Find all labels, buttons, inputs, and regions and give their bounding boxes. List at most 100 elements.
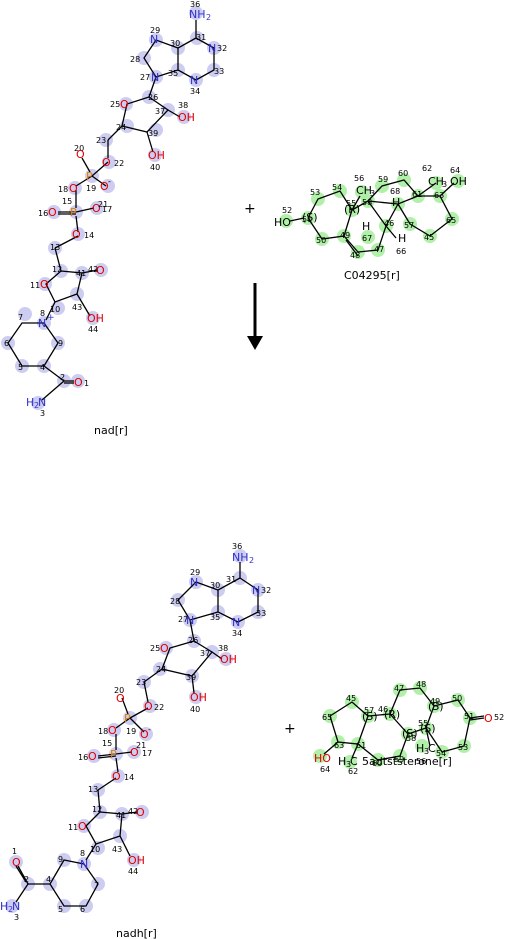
svg-text:3: 3 xyxy=(40,409,45,418)
svg-text:(R): (R) xyxy=(384,708,400,721)
svg-text:O: O xyxy=(136,806,145,819)
svg-text:42: 42 xyxy=(128,807,138,816)
svg-text:62: 62 xyxy=(422,164,432,173)
svg-text:N: N xyxy=(190,74,198,87)
svg-text:11: 11 xyxy=(68,823,78,832)
svg-text:O: O xyxy=(144,700,153,713)
svg-text:49: 49 xyxy=(430,697,440,706)
svg-text:2: 2 xyxy=(34,401,39,410)
svg-text:OH: OH xyxy=(178,111,195,124)
svg-text:C: C xyxy=(350,755,358,768)
svg-text:5: 5 xyxy=(18,363,23,372)
svg-text:10: 10 xyxy=(90,845,100,854)
svg-text:3: 3 xyxy=(370,189,375,198)
svg-text:12: 12 xyxy=(92,805,102,814)
svg-text:(S): (S) xyxy=(402,727,418,740)
svg-text:O: O xyxy=(120,98,129,111)
svg-text:33: 33 xyxy=(256,609,266,618)
svg-text:53: 53 xyxy=(458,743,468,752)
svg-text:1: 1 xyxy=(84,379,89,388)
bonds-nadh xyxy=(15,562,259,907)
svg-text:CH: CH xyxy=(356,184,372,197)
svg-text:35: 35 xyxy=(168,69,178,78)
svg-text:O: O xyxy=(112,770,121,783)
caption-5adtststerone: 5adtststerone[r] xyxy=(362,755,452,768)
svg-text:N: N xyxy=(12,900,20,913)
svg-text:66: 66 xyxy=(396,247,406,256)
bonds-c04295 xyxy=(289,179,455,257)
svg-text:P: P xyxy=(124,712,131,725)
svg-text:61: 61 xyxy=(412,190,422,199)
svg-text:55: 55 xyxy=(346,199,356,208)
svg-text:HO: HO xyxy=(274,216,291,229)
svg-text:15: 15 xyxy=(62,197,72,206)
svg-text:46: 46 xyxy=(378,705,388,714)
svg-text:NH: NH xyxy=(189,8,206,21)
svg-text:H: H xyxy=(26,396,34,409)
svg-text:2: 2 xyxy=(60,373,65,382)
svg-text:34: 34 xyxy=(232,629,242,638)
svg-text:O: O xyxy=(12,856,21,869)
svg-text:65: 65 xyxy=(446,216,456,225)
svg-text:47: 47 xyxy=(394,684,404,693)
plus-sign-top: + xyxy=(244,201,256,217)
svg-text:44: 44 xyxy=(128,867,138,876)
svg-text:24: 24 xyxy=(116,123,126,132)
svg-text:N: N xyxy=(190,576,198,589)
svg-text:2: 2 xyxy=(249,556,254,565)
svg-text:58: 58 xyxy=(406,734,416,743)
svg-text:44: 44 xyxy=(88,325,98,334)
svg-text:O: O xyxy=(102,156,111,169)
svg-text:9: 9 xyxy=(58,339,63,348)
svg-text:H: H xyxy=(416,742,424,755)
svg-text:67: 67 xyxy=(362,234,372,243)
svg-text:+: + xyxy=(47,313,55,323)
svg-text:O: O xyxy=(78,820,87,833)
svg-text:31: 31 xyxy=(226,575,236,584)
bonds-nad xyxy=(7,20,215,401)
svg-text:(S): (S) xyxy=(420,722,436,735)
svg-text:50: 50 xyxy=(452,694,462,703)
svg-text:7: 7 xyxy=(18,313,23,322)
svg-text:15: 15 xyxy=(102,739,112,748)
svg-text:N: N xyxy=(38,396,46,409)
svg-text:N: N xyxy=(232,616,240,629)
svg-text:26: 26 xyxy=(188,636,198,645)
svg-text:29: 29 xyxy=(190,568,200,577)
svg-text:30: 30 xyxy=(210,581,220,590)
svg-text:54: 54 xyxy=(436,749,446,758)
svg-text:43: 43 xyxy=(112,845,122,854)
svg-text:OH: OH xyxy=(87,312,104,325)
molecule-nad: NH2 36 N32 33 N34 35 30 31 N29 28 N27 26… xyxy=(1,0,227,437)
svg-text:38: 38 xyxy=(178,101,188,110)
svg-text:50: 50 xyxy=(316,236,326,245)
svg-text:27: 27 xyxy=(140,73,150,82)
svg-text:11: 11 xyxy=(30,281,40,290)
svg-text:6: 6 xyxy=(80,905,85,914)
svg-text:37: 37 xyxy=(200,649,210,658)
svg-text:N: N xyxy=(151,71,159,84)
svg-text:19: 19 xyxy=(86,184,96,193)
svg-text:34: 34 xyxy=(190,87,200,96)
caption-c04295: C04295[r] xyxy=(344,269,400,282)
svg-text:38: 38 xyxy=(218,644,228,653)
svg-text:49: 49 xyxy=(340,231,350,240)
svg-text:O: O xyxy=(108,724,117,737)
svg-text:20: 20 xyxy=(114,686,124,695)
svg-text:54: 54 xyxy=(332,183,342,192)
svg-text:35: 35 xyxy=(210,613,220,622)
svg-text:N: N xyxy=(38,317,46,330)
caption-nadh: nadh[r] xyxy=(116,927,157,939)
svg-text:32: 32 xyxy=(261,586,271,595)
svg-text:O: O xyxy=(48,206,57,219)
svg-text:36: 36 xyxy=(190,0,200,9)
svg-text:H: H xyxy=(338,755,346,768)
svg-text:39: 39 xyxy=(148,129,158,138)
svg-text:60: 60 xyxy=(372,759,382,768)
svg-text:2: 2 xyxy=(24,875,29,884)
svg-text:51: 51 xyxy=(464,712,474,721)
svg-text:40: 40 xyxy=(150,163,160,172)
svg-text:(S): (S) xyxy=(428,700,444,713)
